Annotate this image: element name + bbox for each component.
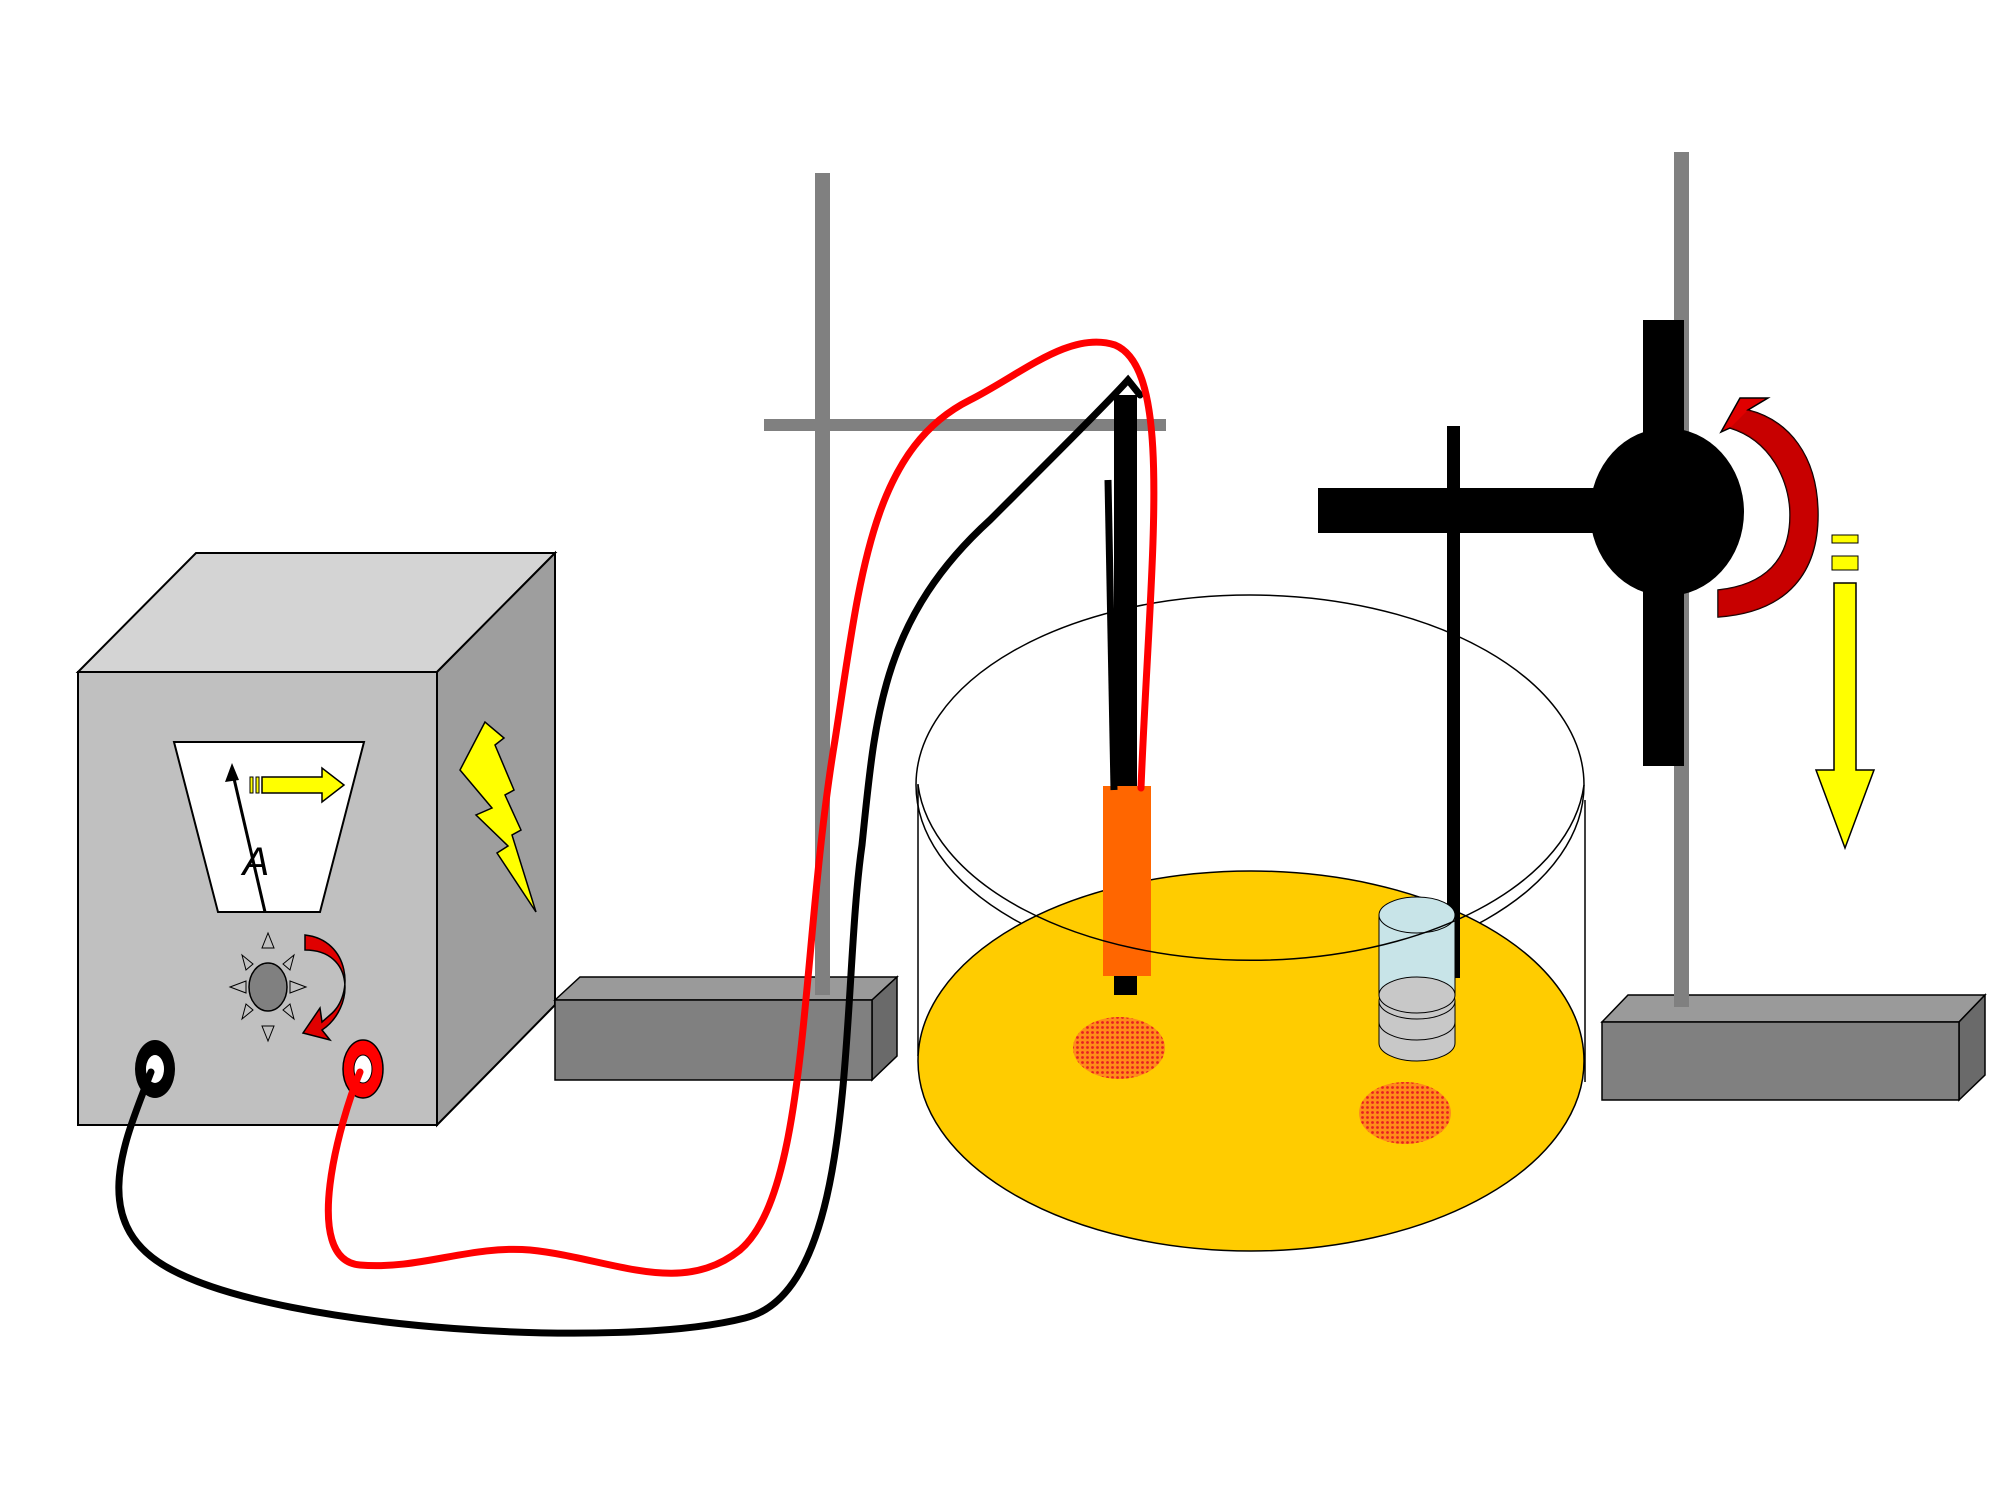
sample-cap-top xyxy=(1378,896,1456,934)
working-electrode xyxy=(1103,395,1151,995)
right-arrow-icon xyxy=(249,766,346,804)
solution xyxy=(917,870,1585,1252)
down-arrow-icon xyxy=(1814,534,1876,851)
meter-needle-tip xyxy=(225,763,239,782)
sample-rod xyxy=(1447,426,1460,978)
knob-icon xyxy=(228,931,308,1043)
rotator-hub xyxy=(1590,428,1744,596)
meter-label: A xyxy=(241,840,270,884)
sample-arm xyxy=(1318,488,1598,533)
lightning-icon xyxy=(459,720,537,913)
right-stand-base-top xyxy=(1600,994,1987,1023)
red-wire xyxy=(324,338,1158,1277)
black-wire xyxy=(115,374,1144,1337)
sample-holder xyxy=(1318,426,1598,1062)
beaker xyxy=(915,594,1586,1252)
left-stand xyxy=(553,173,1166,1082)
meter-needle xyxy=(230,769,267,913)
beaker-rim-front xyxy=(917,784,1585,962)
rotate-arrow-icon xyxy=(301,934,346,1042)
right-stand-base xyxy=(1601,1021,1960,1101)
hot-spot-left xyxy=(1073,1017,1165,1079)
left-stand-base-top xyxy=(553,976,899,1001)
black-wire-lead xyxy=(1104,479,1118,791)
red-terminal xyxy=(342,1039,384,1099)
electrode-tip xyxy=(1103,786,1151,976)
power-supply: A xyxy=(75,550,558,1128)
left-stand-base xyxy=(554,999,873,1081)
hot-spot-right xyxy=(1359,1082,1451,1144)
left-stand-crossbar xyxy=(764,419,1166,431)
rotator-clamp xyxy=(1590,320,1744,766)
